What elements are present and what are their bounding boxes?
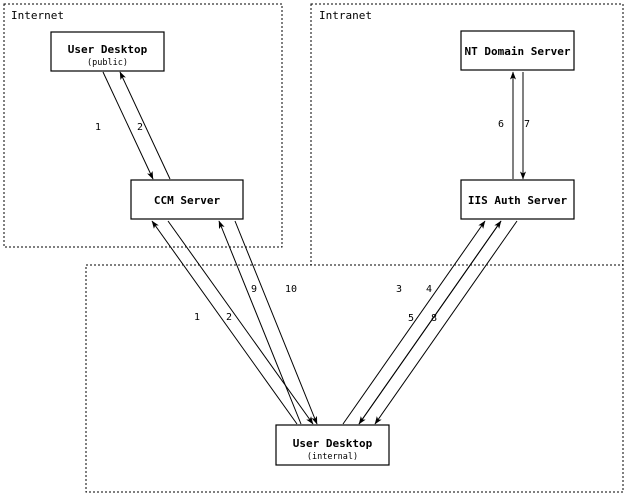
node-title-user-desktop-internal: User Desktop — [293, 437, 373, 450]
flow-arrow-1-user-desktop-internal-to-ccm-server — [151, 220, 298, 425]
flow-step-label-2: 2 — [137, 122, 143, 133]
flow-labels-layer: 1 2 1 2 3 4 5 8 6 7 9 10 — [95, 119, 530, 324]
flow-step-label-5: 5 — [408, 313, 414, 324]
node-nt-domain-server[interactable]: NT Domain Server — [460, 30, 575, 71]
node-ccm-server[interactable]: CCM Server — [130, 179, 244, 220]
node-title-nt-domain-server: NT Domain Server — [465, 45, 571, 58]
flow-arrow-3-user-desktop-internal-to-iis-auth-server — [342, 220, 486, 425]
node-box-user-desktop-public — [50, 31, 165, 72]
flow-step-label-1: 1 — [95, 122, 101, 133]
node-title-user-desktop-public: User Desktop — [68, 43, 148, 56]
flows-layer — [102, 71, 526, 425]
flow-step-label-1: 1 — [194, 312, 200, 323]
flow-step-label-4: 4 — [426, 284, 432, 295]
zones-layer: Internet Intranet — [3, 3, 624, 493]
flow-step-label-9: 9 — [251, 284, 257, 295]
flow-arrow-9-user-desktop-internal-to-ccm-server — [218, 220, 302, 425]
node-box-user-desktop-internal — [275, 424, 390, 466]
flow-step-label-6: 6 — [498, 119, 504, 130]
zone-boundary-internal — [85, 264, 624, 493]
node-title-iis-auth-server: IIS Auth Server — [468, 194, 568, 207]
flow-step-label-7: 7 — [524, 119, 530, 130]
node-title-ccm-server: CCM Server — [154, 194, 221, 207]
nodes-layer: User Desktop (public) CCM Server NT Domain … — [50, 30, 575, 466]
node-box-iis-auth-server — [460, 179, 575, 220]
zone-boundary-internet — [3, 3, 283, 248]
flow-step-label-2: 2 — [226, 312, 232, 323]
node-box-ccm-server — [130, 179, 244, 220]
flow-arrow-2-ccm-server-to-user-desktop-public — [119, 71, 171, 180]
node-box-nt-domain-server — [460, 30, 575, 71]
flow-arrow-1-user-desktop-public-to-ccm-server — [102, 71, 154, 180]
flow-arrow-10-ccm-server-to-user-desktop-internal — [234, 220, 318, 425]
node-subtitle-user-desktop-internal: (internal) — [307, 452, 358, 462]
node-iis-auth-server[interactable]: IIS Auth Server — [460, 179, 575, 220]
node-subtitle-user-desktop-public: (public) — [87, 58, 128, 68]
flow-arrow-2-ccm-server-to-user-desktop-internal — [167, 220, 314, 425]
flow-step-label-3: 3 — [396, 284, 402, 295]
flow-step-label-10: 10 — [285, 284, 297, 295]
flow-arrow-8-iis-auth-server-to-user-desktop-internal — [374, 220, 518, 425]
node-user-desktop-public[interactable]: User Desktop (public) — [50, 31, 165, 72]
zone-label-intranet: Intranet — [319, 9, 372, 22]
flow-arrow-5-user-desktop-internal-to-iis-auth-server — [358, 220, 502, 425]
flow-step-label-8: 8 — [431, 313, 437, 324]
node-user-desktop-internal[interactable]: User Desktop (internal) — [275, 424, 390, 466]
zone-label-internet: Internet — [11, 9, 64, 22]
